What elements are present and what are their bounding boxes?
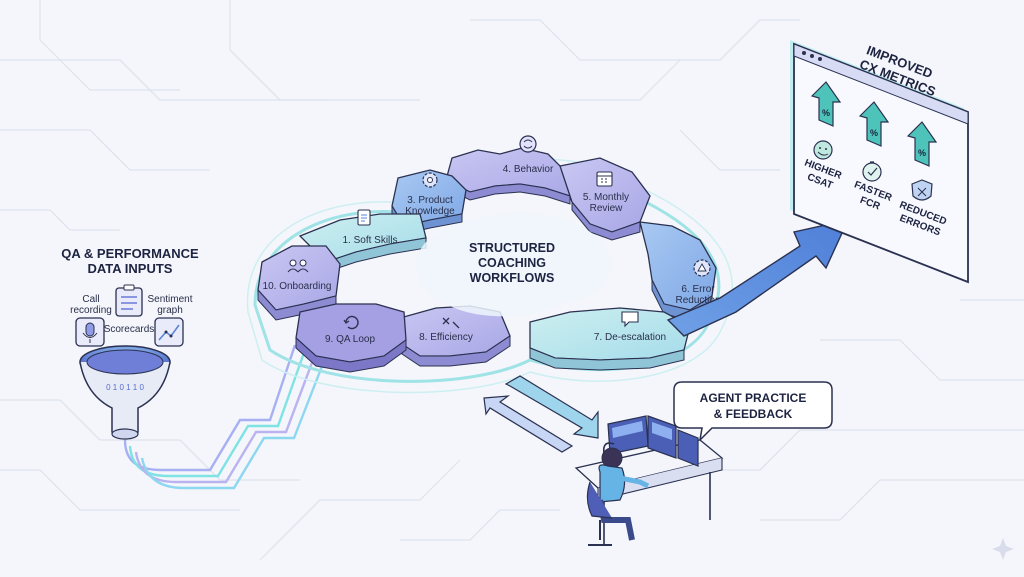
agent-workstation	[574, 415, 724, 546]
document-icon	[357, 209, 371, 226]
line-graph-icon	[154, 317, 184, 347]
circuit-background	[0, 0, 1024, 561]
metric-fcr-percent: %	[870, 128, 878, 138]
growth-arrow	[666, 219, 850, 337]
step-de-escalation-label: 7. De-escalation	[594, 332, 666, 343]
segment-qa-loop[interactable]	[295, 303, 407, 373]
data-inputs-group: QA & PERFORMANCE DATA INPUTS Call record…	[61, 246, 328, 490]
shield-icon	[911, 179, 933, 201]
call-recording-label-2: recording	[70, 305, 112, 316]
coaching-loop: 1. Soft Skills 3. Product Knowledge 4. B…	[246, 135, 733, 394]
step-product-knowledge-line1: 3. Product	[407, 195, 453, 206]
step-behavior-label: 4. Behavior	[503, 164, 554, 175]
gear-icon	[422, 172, 438, 188]
stopwatch-icon	[862, 161, 882, 182]
smiley-icon	[813, 140, 833, 160]
call-recording-label-1: Call	[82, 294, 99, 305]
brain-icon	[519, 135, 537, 153]
feedback-arrows	[483, 375, 599, 453]
metrics-panel: IMPROVED CX METRICS % HIGHER CSAT % FAST…	[790, 40, 969, 284]
step-monthly-review-line1: 5. Monthly	[583, 192, 629, 203]
data-streams	[123, 344, 328, 490]
step-qa-loop-label: 9. QA Loop	[325, 334, 375, 345]
sparkle-icon	[992, 538, 1014, 560]
speech-bubble-icon	[621, 311, 639, 328]
step-monthly-review-line2: Review	[590, 203, 624, 214]
refresh-icon	[343, 315, 359, 330]
calendar-icon	[596, 171, 613, 187]
sentiment-label-1: Sentiment	[147, 294, 192, 305]
warning-gear-icon	[693, 259, 711, 277]
segment-de-escalation[interactable]	[529, 307, 691, 371]
segment-behavior[interactable]	[445, 147, 588, 205]
agent-label-line1: AGENT PRACTICE	[700, 391, 807, 405]
center-title-line1: STRUCTURED	[469, 241, 555, 255]
step-efficiency-label: 8. Efficiency	[419, 332, 473, 343]
people-icon	[287, 259, 309, 273]
funnel-icon: 0 1 0 1 1 0	[79, 345, 171, 440]
center-title-line3: WORKFLOWS	[470, 271, 555, 285]
microphone-icon	[75, 317, 105, 347]
metric-errors-percent: %	[918, 148, 926, 158]
inputs-title-line2: DATA INPUTS	[88, 261, 173, 276]
metric-csat-percent: %	[822, 108, 830, 118]
scorecards-label: Scorecards	[104, 324, 155, 335]
monitor-icon	[647, 415, 677, 459]
step-error-reduction-line2: Reduction	[675, 295, 720, 306]
efficiency-icon	[442, 317, 460, 329]
agent-figure	[586, 442, 650, 546]
step-error-reduction-line1: 6. Error	[681, 284, 715, 295]
agent-label-line2: & FEEDBACK	[714, 407, 793, 421]
center-plate	[416, 213, 613, 317]
center-title-line2: COACHING	[478, 256, 546, 270]
step-product-knowledge-line2: Knowledge	[405, 206, 455, 217]
clipboard-icon	[115, 284, 143, 317]
step-onboarding-label: 10. Onboarding	[263, 281, 332, 292]
monitor-icon	[677, 429, 699, 467]
inputs-title-line1: QA & PERFORMANCE	[61, 246, 199, 261]
step-soft-skills-label: 1. Soft Skills	[342, 235, 397, 246]
sentiment-label-2: graph	[157, 305, 183, 316]
funnel-binary: 0 1 0 1 1 0	[106, 383, 144, 392]
agent-speech-bubble: AGENT PRACTICE & FEEDBACK	[673, 381, 833, 443]
segment-onboarding[interactable]	[257, 245, 341, 321]
